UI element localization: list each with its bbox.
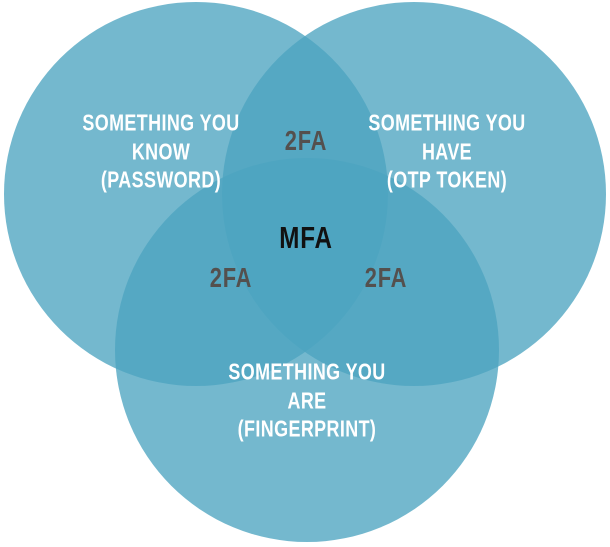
circle-something-you-are — [115, 158, 499, 542]
label-2fa-know-have: 2FA — [284, 125, 328, 156]
label-line: ARE — [287, 386, 327, 413]
label-line: SOMETHING YOU — [82, 109, 240, 136]
label-2fa-know-are: 2FA — [209, 262, 253, 293]
label-line: (OTP TOKEN) — [386, 166, 508, 193]
label-line: (FINGERPRINT) — [237, 415, 377, 442]
label-line: (PASSWORD) — [100, 166, 222, 193]
label-mfa-center: MFA — [279, 220, 333, 255]
label-line: SOMETHING YOU — [228, 358, 386, 385]
label-something-you-have: SOMETHING YOU HAVE (OTP TOKEN) — [368, 108, 525, 194]
label-line: KNOW — [131, 137, 191, 164]
label-line: SOMETHING YOU — [368, 109, 526, 136]
label-something-you-know: SOMETHING YOU KNOW (PASSWORD) — [82, 108, 239, 194]
label-line: HAVE — [421, 137, 473, 164]
label-2fa-have-are: 2FA — [364, 262, 408, 293]
label-something-you-are: SOMETHING YOU ARE (FINGERPRINT) — [228, 357, 385, 443]
